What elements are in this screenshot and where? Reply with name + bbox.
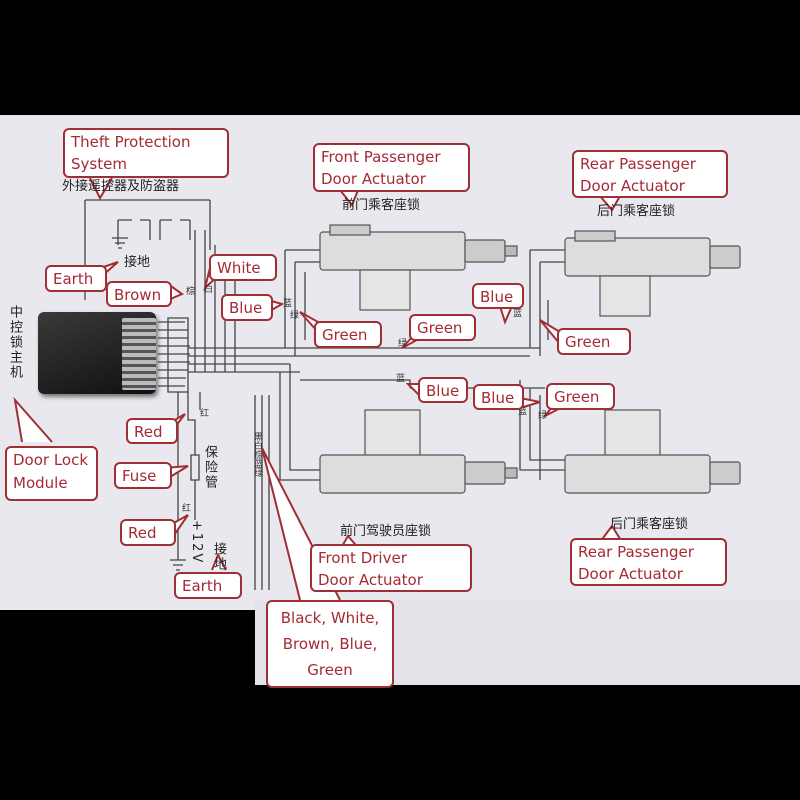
cn-ground-top: 接地	[124, 255, 151, 270]
callout-text: Door Lock	[13, 451, 89, 469]
callout-text: Door Actuator	[578, 565, 683, 583]
cn-front-driver-lock: 前门驾驶员座锁	[340, 524, 432, 539]
callout-green-2: Green	[409, 314, 476, 341]
callout-earth-bottom: Earth	[174, 572, 242, 599]
cn-wire-white: 白	[204, 285, 214, 295]
callout-text: Front Passenger	[321, 148, 441, 166]
callout-door-lock-module: Door Lock Module	[5, 446, 98, 501]
cn-rear-passenger-lock-bottom: 后门乘客座锁	[610, 517, 689, 532]
cn-central-lock-host: 中控锁主机	[7, 305, 22, 380]
callout-text: Rear Passenger	[580, 155, 696, 173]
tail-front-passenger	[339, 189, 359, 207]
callout-text: Door Actuator	[318, 571, 423, 589]
callout-text: Module	[13, 474, 68, 492]
front-driver-actuator-graphic	[319, 409, 518, 494]
tail-theft	[89, 177, 113, 201]
cn-wire-red-2: 红	[182, 504, 192, 514]
callout-green-3: Green	[557, 328, 631, 355]
cn-wire-blue-1: 蓝	[283, 299, 293, 309]
rear-passenger-bottom-actuator-graphic	[564, 409, 741, 494]
callout-blue-4: Blue	[473, 384, 524, 410]
alarm-switch-2	[159, 219, 191, 240]
callout-blue-3: Blue	[418, 377, 468, 403]
cn-ground-bottom: 接地	[211, 542, 226, 572]
callout-text: Door Actuator	[321, 170, 426, 188]
module-connector-wires	[158, 321, 190, 387]
cn-fuse-label: 保险管	[202, 445, 217, 490]
cn-wire-bundle: 黑白棕蓝绿	[252, 432, 262, 477]
callout-fuse: Fuse	[114, 462, 172, 489]
callout-text: Black, White,	[280, 609, 380, 627]
tail-rear-top	[599, 195, 621, 212]
tail-blue-4	[519, 397, 541, 409]
earth-symbol-top	[112, 237, 128, 249]
callout-earth-top: Earth	[45, 265, 107, 292]
callout-text: Brown, Blue,	[282, 635, 378, 653]
cn-rear-passenger-lock-top: 后门乘客座锁	[597, 204, 676, 219]
tail-blue-2	[499, 305, 513, 325]
callout-wire-bundle: Black, White, Brown, Blue, Green	[266, 600, 394, 688]
bundle-down	[254, 395, 270, 590]
rear-passenger-top-actuator-graphic	[564, 230, 741, 317]
earth-symbol-bottom	[170, 559, 186, 571]
callout-brown: Brown	[106, 281, 172, 307]
alarm-switch-1	[117, 219, 151, 245]
callout-text: Green	[307, 661, 353, 679]
tail-red-2	[171, 514, 189, 539]
module-connector-face	[122, 318, 156, 390]
cn-wire-brown: 棕	[186, 287, 196, 297]
callout-text: Door Actuator	[580, 177, 685, 195]
cn-plus12v-label: +12V	[189, 520, 204, 565]
cn-wire-green-1: 绿	[290, 311, 300, 321]
front-passenger-actuator-graphic	[319, 224, 518, 311]
tail-earth-bottom	[211, 552, 227, 571]
callout-green-1: Green	[314, 321, 382, 348]
callout-front-passenger-actuator: Front Passenger Door Actuator	[313, 143, 470, 192]
power-wires	[177, 392, 201, 560]
tail-green-1	[299, 311, 319, 333]
callout-front-driver-actuator: Front Driver Door Actuator	[310, 544, 472, 592]
front-passenger-wires	[284, 249, 322, 356]
cn-wire-green-2: 绿	[398, 339, 408, 349]
cn-wire-red-1: 红	[200, 409, 210, 419]
cn-wire-blue-4: 蓝	[518, 407, 528, 417]
callout-text: Theft Protection	[71, 133, 191, 151]
callout-text: Front Driver	[318, 549, 407, 567]
callout-text: Rear Passenger	[578, 543, 694, 561]
callout-blue-2: Blue	[472, 283, 524, 309]
trunk-up-1	[194, 230, 236, 372]
fuse-symbol	[190, 454, 200, 481]
rear-bottom-wires	[410, 380, 568, 480]
callout-text: System	[71, 155, 127, 173]
cn-wire-green-3: 绿	[538, 411, 548, 421]
callout-red-2: Red	[120, 519, 176, 546]
callout-theft-protection-system: Theft Protection System	[63, 128, 229, 178]
main-bus	[188, 347, 540, 373]
cn-wire-blue-2: 蓝	[513, 309, 523, 319]
rear-top-wires	[529, 249, 565, 356]
cn-remote-alarm-label: 外接遥控器及防盗器	[62, 179, 180, 194]
cn-wire-blue-3: 蓝	[396, 374, 406, 384]
cn-front-passenger-lock: 前门乘客座锁	[342, 198, 421, 213]
callout-rear-passenger-top-actuator: Rear Passenger Door Actuator	[572, 150, 728, 198]
tail-blue-3	[405, 383, 421, 397]
tail-door-lock	[13, 396, 53, 443]
tail-green-3	[539, 319, 561, 345]
module-connector-box	[167, 317, 189, 393]
callout-blue-1: Blue	[221, 294, 273, 321]
callout-green-4: Green	[546, 383, 615, 410]
callout-rear-passenger-bottom-actuator: Rear Passenger Door Actuator	[570, 538, 727, 586]
callout-red-1: Red	[126, 418, 178, 444]
callout-white: White	[209, 254, 277, 281]
